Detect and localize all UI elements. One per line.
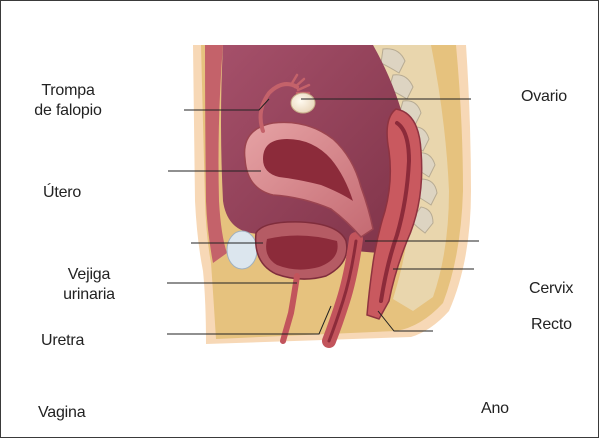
label-vejiga-urinaria: Vejiga urinaria — [49, 265, 129, 305]
label-vejiga-line2: urinaria — [63, 286, 115, 303]
label-utero: Útero — [43, 183, 81, 203]
label-ovario: Ovario — [521, 87, 567, 107]
label-recto: Recto — [531, 315, 572, 335]
label-vejiga-line1: Vejiga — [68, 266, 110, 283]
label-trompa-de-falopio: Trompa de falopio — [23, 81, 113, 121]
label-cervix: Cervix — [529, 279, 573, 299]
label-vagina: Vagina — [38, 403, 85, 423]
label-ano: Ano — [481, 399, 509, 419]
pubic-bone — [227, 231, 257, 269]
ovary — [291, 93, 315, 113]
label-trompa-line2: de falopio — [34, 102, 101, 119]
label-uretra: Uretra — [41, 331, 84, 351]
label-trompa-line1: Trompa — [41, 82, 94, 99]
